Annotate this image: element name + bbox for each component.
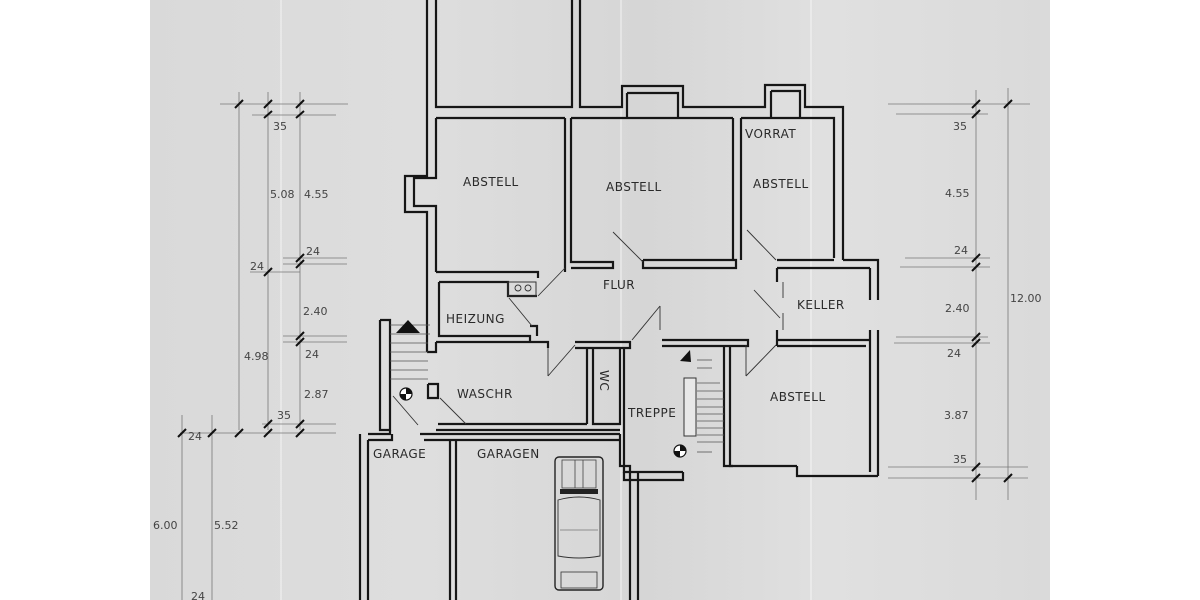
dim-right-35-top: 35 [953, 120, 967, 133]
room-label-treppe: TREPPE [627, 406, 676, 420]
dim-left-24-a: 24 [306, 245, 320, 258]
dim-left-24-bottom: 24 [191, 590, 205, 600]
dimension-chain-right: 35 4.55 24 2.40 24 3.87 35 12.00 [888, 88, 1042, 500]
dim-right-35-bottom: 35 [953, 453, 967, 466]
dim-left-24-lower: 24 [188, 430, 202, 443]
dim-right-24-a: 24 [954, 244, 968, 257]
garage-walls [358, 430, 640, 600]
dim-left-455: 4.55 [304, 188, 329, 201]
dim-left-498: 4.98 [244, 350, 269, 363]
room-label-keller: KELLER [797, 298, 845, 312]
car-icon [554, 456, 604, 591]
room-label-garage: GARAGE [373, 447, 426, 461]
paper-fold-line [280, 0, 282, 600]
paper-fold-line [810, 0, 812, 600]
interior-walls [378, 118, 878, 482]
room-label-flur: FLUR [603, 278, 635, 292]
floor-plan-drawing: ABSTELL ABSTELL VORRAT ABSTELL FLUR HEIZ… [153, 0, 1042, 600]
room-label-abstell-3: ABSTELL [753, 177, 809, 191]
room-label-wc: WC [597, 370, 611, 391]
room-labels: ABSTELL ABSTELL VORRAT ABSTELL FLUR HEIZ… [373, 127, 845, 461]
dim-left-600: 6.00 [153, 519, 178, 532]
dimension-chain-left: 35 5.08 4.55 24 24 2.40 4.98 24 2.87 35 … [153, 92, 348, 600]
room-label-vorrat: VORRAT [745, 127, 796, 141]
room-label-garagen: GARAGEN [477, 447, 540, 461]
dim-right-total-1200: 12.00 [1010, 292, 1042, 305]
dim-left-552: 5.52 [214, 519, 239, 532]
outer-walls [403, 110, 880, 476]
room-label-heizung: HEIZUNG [446, 312, 505, 326]
dim-left-24-b: 24 [250, 260, 264, 273]
stair-arrow-icon [680, 350, 691, 362]
floor-plan-sheet: ABSTELL ABSTELL VORRAT ABSTELL FLUR HEIZ… [150, 0, 1050, 600]
dim-left-35-top: 35 [273, 120, 287, 133]
room-label-waschr: WASCHR [457, 387, 513, 401]
room-label-abstell-1: ABSTELL [463, 175, 519, 189]
upper-structure [425, 0, 845, 260]
stairs-treppe [673, 350, 724, 458]
room-label-abstell-2: ABSTELL [606, 180, 662, 194]
dim-left-287: 2.87 [304, 388, 329, 401]
dim-right-387: 3.87 [944, 409, 969, 422]
paper-fold-line [620, 0, 622, 600]
dim-right-24-b: 24 [947, 347, 961, 360]
room-label-abstell-4: ABSTELL [770, 390, 826, 404]
dim-left-240: 2.40 [303, 305, 328, 318]
door-swings [507, 229, 784, 377]
dim-left-24-c: 24 [305, 348, 319, 361]
stair-arrow-icon [396, 320, 420, 333]
dim-right-455: 4.55 [945, 187, 970, 200]
stairs-left [390, 320, 467, 426]
dim-left-508: 5.08 [270, 188, 295, 201]
dim-left-35-bottom: 35 [277, 409, 291, 422]
dim-right-240: 2.40 [945, 302, 970, 315]
